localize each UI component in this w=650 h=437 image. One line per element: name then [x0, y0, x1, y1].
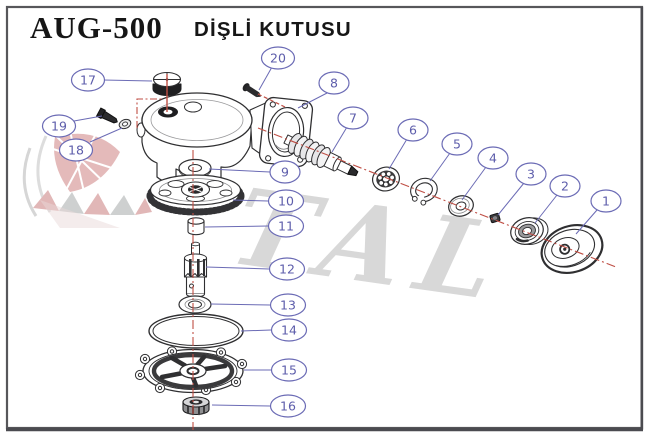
callout-20: 20: [260, 46, 296, 70]
small-nut: [489, 212, 501, 224]
callout-1: 1: [590, 189, 622, 213]
leader-11: [204, 225, 269, 228]
leader-10: [232, 199, 269, 202]
callout-8: 8: [318, 71, 350, 95]
flanged-nut: [182, 396, 210, 416]
svg-text:6: 6: [409, 123, 417, 138]
callout-10: 10: [267, 189, 305, 213]
leader-lines: [73, 66, 598, 407]
worm-axis-line: [257, 127, 617, 268]
center-lines: [136, 74, 617, 430]
callout-14: 14: [270, 318, 308, 342]
spacer-bushing: [187, 217, 205, 236]
leader-17: [102, 79, 153, 82]
leader-3: [497, 182, 525, 216]
bolt: [96, 107, 118, 124]
leader-5: [429, 152, 451, 182]
svg-text:4: 4: [489, 151, 497, 166]
bolt-axis-line: [136, 98, 164, 128]
svg-text:7: 7: [349, 111, 357, 126]
snap-ring: [405, 177, 438, 214]
svg-text:5: 5: [453, 137, 461, 152]
callout-4: 4: [477, 146, 509, 170]
output-shaft: [183, 241, 208, 298]
vent-hole: [184, 101, 202, 113]
callout-15: 15: [270, 358, 308, 382]
svg-text:11: 11: [278, 219, 294, 234]
callout-6: 6: [397, 118, 429, 142]
svg-text:17: 17: [80, 73, 96, 88]
small-washer-18: [118, 118, 132, 130]
svg-text:1: 1: [602, 194, 610, 209]
leader-16: [211, 404, 271, 407]
callout-5: 5: [441, 132, 473, 156]
leader-18: [89, 127, 123, 143]
leader-20: [258, 66, 273, 91]
callout-7: 7: [337, 106, 369, 130]
leader-9: [208, 168, 271, 173]
leader-12: [205, 266, 270, 270]
callout-2: 2: [549, 174, 581, 198]
cover-ear-tabs: [134, 346, 248, 396]
callout-13: 13: [269, 293, 307, 317]
svg-text:3: 3: [527, 167, 535, 182]
svg-text:20: 20: [270, 51, 286, 66]
flat-washer-13: [178, 295, 212, 314]
bell-cup: [540, 224, 604, 274]
gearbox-housing: [136, 92, 273, 188]
leader-6: [388, 138, 408, 170]
callout-19: 19: [41, 114, 77, 138]
svg-text:16: 16: [280, 399, 296, 414]
callout-3: 3: [515, 162, 547, 186]
crown-gear: [146, 174, 245, 216]
svg-text:13: 13: [280, 298, 296, 313]
leader-7: [331, 126, 348, 153]
callout-18: 18: [58, 138, 94, 162]
watermark-globe-logo: [22, 129, 152, 228]
model-number: AUG-500: [30, 10, 163, 45]
svg-text:12: 12: [279, 262, 295, 277]
svg-text:10: 10: [278, 194, 294, 209]
leader-13: [210, 303, 271, 306]
leader-8: [297, 91, 330, 109]
svg-text:15: 15: [281, 363, 297, 378]
callout-balloons: 1 2 3 4 5 6 7 8 9 10 11 12 13 14 15 16 1…: [41, 46, 622, 418]
leader-14: [240, 329, 272, 332]
svg-text:14: 14: [281, 323, 297, 338]
callout-12: 12: [268, 257, 306, 281]
callout-17: 17: [70, 68, 106, 92]
leader-1: [575, 209, 598, 235]
worm-shaft: [283, 132, 359, 177]
flat-washer-4: [448, 195, 474, 217]
leader-19: [73, 115, 103, 122]
callout-16: 16: [269, 394, 307, 418]
header: AUG-500 DİŞLİ KUTUSU: [30, 10, 352, 45]
leader-2: [534, 194, 558, 224]
ball-bearing-small: [371, 166, 401, 192]
svg-text:2: 2: [561, 179, 569, 194]
leader-4: [461, 166, 487, 201]
screw-axis-line: [257, 93, 286, 108]
page-title: DİŞLİ KUTUSU: [194, 18, 352, 41]
svg-text:9: 9: [281, 165, 289, 180]
svg-text:18: 18: [68, 143, 84, 158]
svg-text:19: 19: [51, 119, 67, 134]
thrust-washer-9: [178, 158, 212, 179]
svg-text:8: 8: [330, 76, 338, 91]
callout-11: 11: [267, 214, 305, 238]
callout-9: 9: [269, 160, 301, 184]
